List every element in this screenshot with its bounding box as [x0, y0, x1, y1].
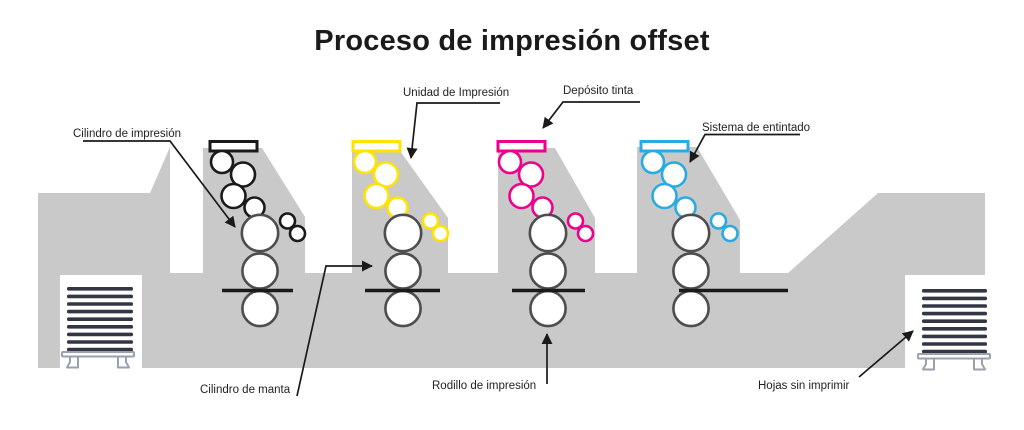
paper-sheet — [67, 309, 133, 314]
feeder-block-right — [788, 193, 985, 275]
arrow-hojas-sin-imprimir — [858, 330, 914, 378]
blanket-cylinder — [529, 252, 567, 290]
ink-roller — [421, 212, 440, 230]
ink-roller — [288, 224, 307, 243]
paper-sheet — [67, 347, 133, 352]
ink-roller — [517, 161, 545, 188]
ink-roller — [566, 212, 585, 230]
printed-paper-stack — [67, 287, 133, 352]
ink-roller — [363, 182, 390, 210]
ink-roller — [278, 212, 297, 230]
label-hojas-sin-imprimir: Hojas sin imprimir — [758, 380, 850, 392]
paper-sheet — [67, 302, 133, 306]
printing-unit-cyan — [639, 140, 739, 328]
ink-tray — [496, 140, 547, 153]
arrow-cilindro-manta — [296, 260, 373, 397]
label-unidad-impresion: Unidad de Impresión — [403, 87, 509, 99]
printing-cylinder — [528, 213, 568, 253]
arrow-sistema-entintado — [689, 133, 800, 163]
ink-tray — [639, 140, 690, 153]
blanket-cylinder — [241, 252, 279, 290]
paper-sheet — [67, 325, 133, 329]
paper-sheet — [922, 289, 987, 293]
paper-sheet — [922, 342, 987, 346]
paper-sheet — [922, 304, 987, 308]
diagram-title: Proceso de impresión offset — [314, 25, 710, 57]
pallet-leg — [922, 357, 935, 371]
paper-sheet — [67, 317, 133, 321]
left-ramp-column — [150, 147, 170, 273]
stack-pallet-left — [61, 351, 135, 369]
ink-roller — [651, 182, 678, 210]
label-cilindro-impresion: Cilindro de impresión — [73, 128, 181, 140]
ink-roller — [352, 149, 378, 175]
paper-sheet — [67, 340, 133, 344]
pallet-leg — [117, 355, 130, 369]
label-deposito-tinta: Depósito tinta — [563, 85, 634, 97]
arrow-deposito-tinta — [542, 101, 640, 129]
pallet-leg — [66, 355, 79, 369]
annotation-labels: Cilindro de impresión Unidad de Impresió… — [73, 85, 850, 396]
stack-pallet-right — [917, 353, 991, 371]
ink-tray — [351, 140, 402, 153]
ink-roller — [709, 212, 728, 230]
paper-sheet — [922, 296, 987, 301]
printing-cylinder — [671, 213, 711, 253]
ink-roller — [721, 224, 739, 243]
impression-roller — [384, 289, 422, 328]
machine-body — [38, 147, 985, 368]
ink-roller — [209, 149, 235, 175]
annotation-arrows — [83, 101, 914, 397]
printing-unit-magenta — [496, 140, 595, 328]
arrow-cilindro-impresion — [83, 140, 236, 228]
ink-roller — [431, 224, 450, 243]
ink-roller — [497, 149, 523, 175]
ink-roller — [640, 149, 666, 175]
label-cilindro-manta: Cilindro de manta — [200, 384, 291, 396]
paper-sheet — [67, 287, 133, 291]
blanket-cylinder — [672, 252, 710, 290]
paper-sheet — [922, 327, 987, 331]
paper-sheet — [922, 334, 987, 339]
pallet-top — [917, 353, 991, 360]
blanket-cylinder — [384, 252, 422, 290]
arrow-unidad-impresion — [406, 102, 500, 159]
machine-base — [38, 273, 985, 368]
paper-sheet — [922, 311, 987, 316]
pallet-top — [61, 351, 135, 358]
paper-sheet — [922, 349, 987, 354]
label-sistema-entintado: Sistema de entintado — [702, 122, 810, 134]
paper-sheet — [67, 332, 133, 337]
paper-sheet — [922, 319, 987, 323]
ink-tray — [208, 140, 259, 153]
ink-roller — [660, 161, 688, 188]
delivery-block-left — [38, 193, 150, 275]
printing-unit-yellow — [351, 140, 450, 328]
printing-cylinder — [240, 213, 280, 253]
impression-roller — [672, 289, 710, 328]
printing-unit-black — [208, 140, 307, 328]
printing-cylinder — [383, 213, 423, 253]
label-rodillo-impresion: Rodillo de impresión — [432, 380, 536, 392]
paper-sheet — [67, 294, 133, 299]
impression-roller — [241, 289, 279, 328]
pallet-leg — [973, 357, 986, 371]
ink-roller — [508, 182, 535, 210]
ink-roller — [372, 161, 400, 188]
unprinted-paper-stack — [922, 289, 987, 354]
ink-roller — [229, 161, 257, 188]
impression-roller — [529, 289, 567, 328]
ink-roller — [576, 224, 595, 243]
ink-roller — [220, 182, 247, 210]
